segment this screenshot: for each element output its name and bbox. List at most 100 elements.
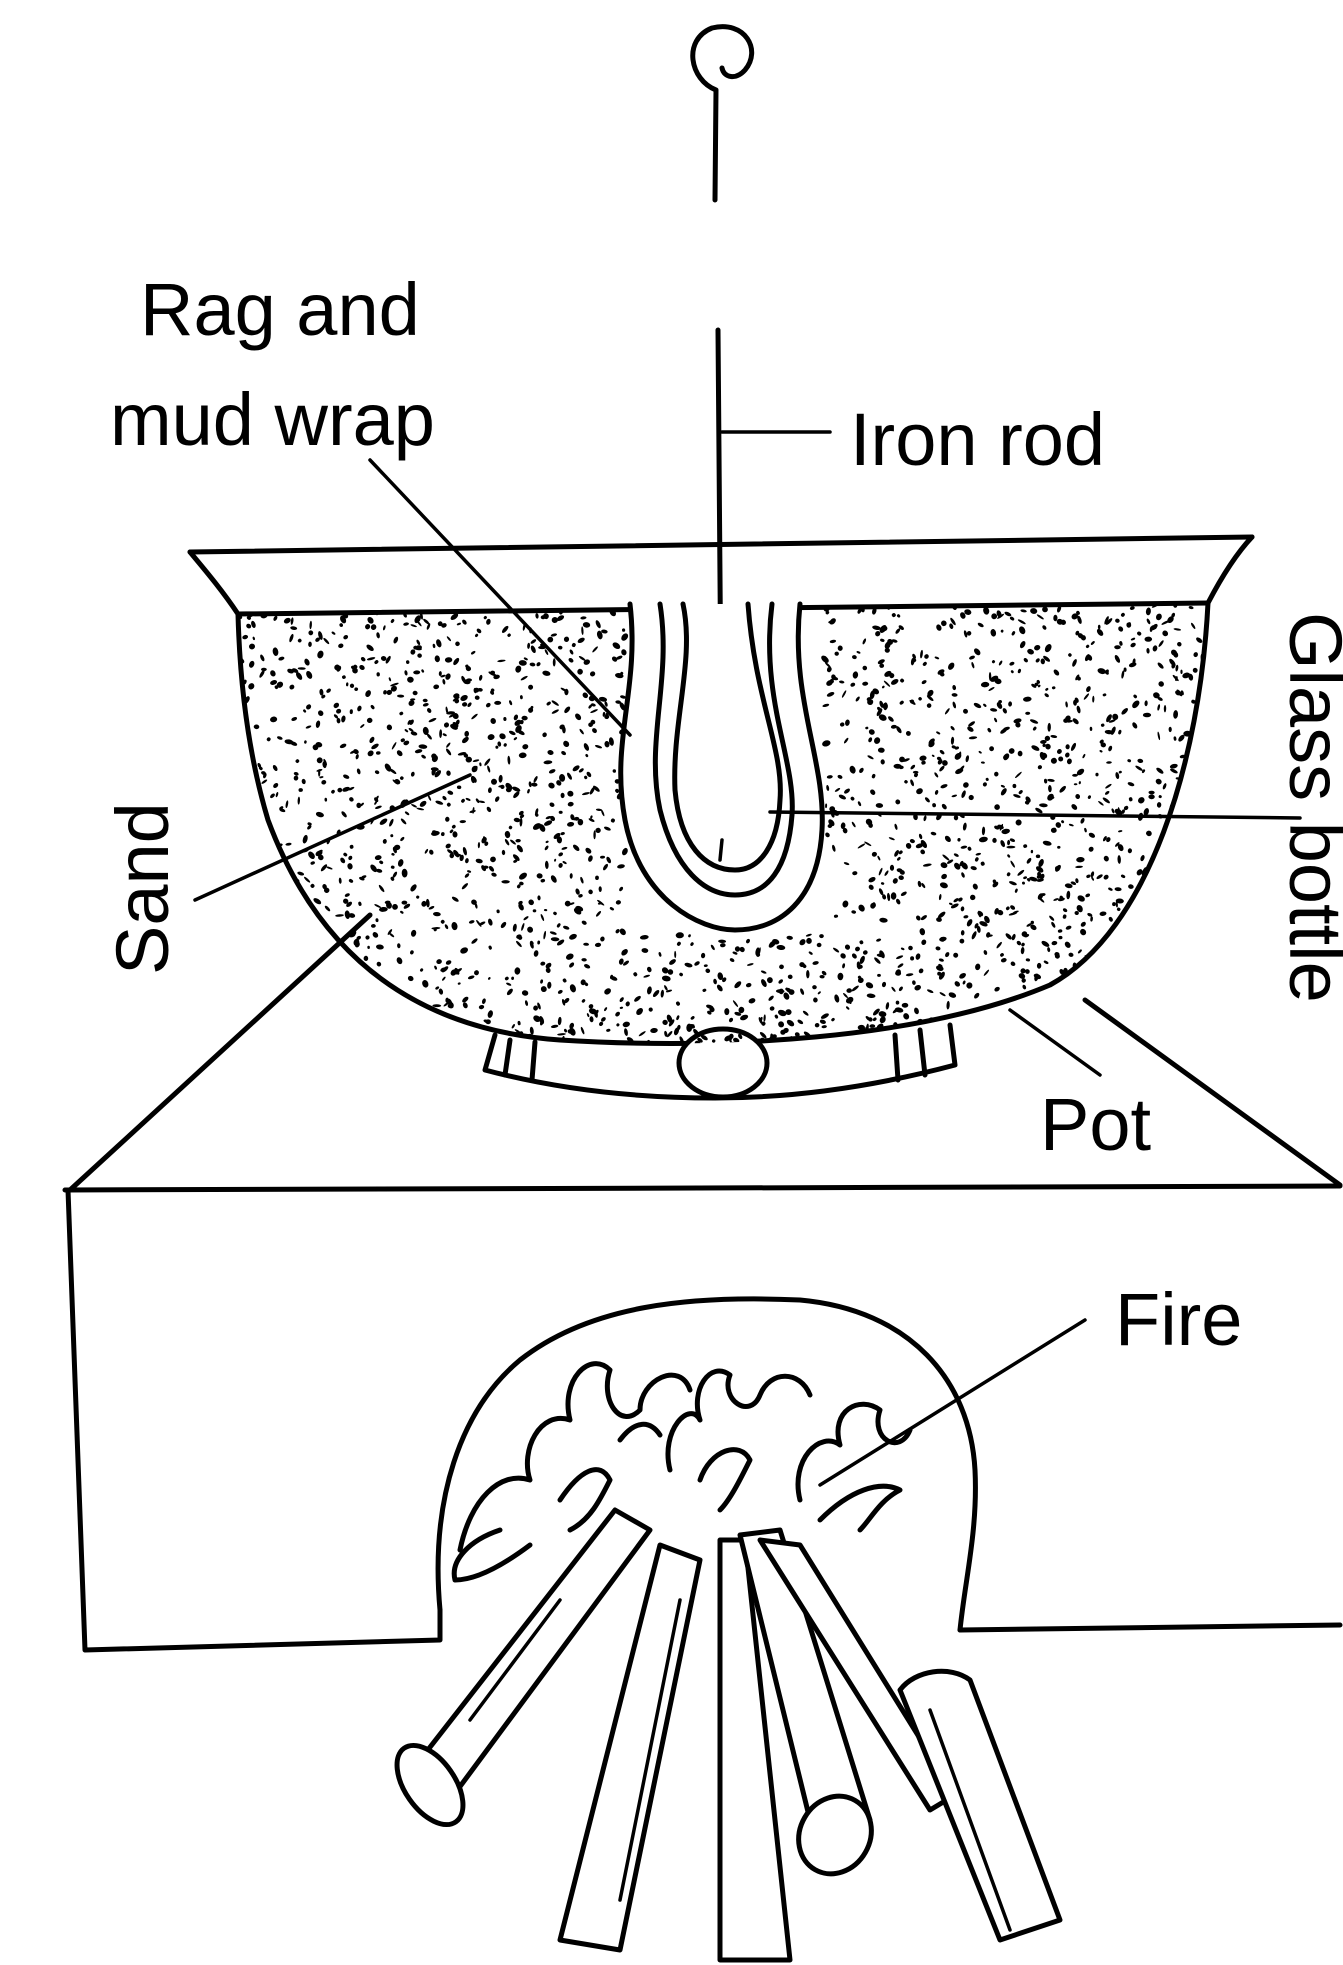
sand-grain xyxy=(568,1022,574,1029)
sand-grain xyxy=(298,788,303,792)
sand-grain xyxy=(921,760,926,765)
sand-grain xyxy=(769,1006,775,1012)
sand-grain xyxy=(1157,731,1161,740)
sand-grain xyxy=(1156,935,1163,942)
sand-grain xyxy=(416,1032,423,1038)
sand-grain xyxy=(1168,1004,1177,1012)
sand-grain xyxy=(376,751,381,755)
sand-grain xyxy=(404,729,409,733)
sand-grain xyxy=(269,669,277,677)
sand-grain xyxy=(838,794,847,801)
sand-grain xyxy=(970,865,977,870)
sand-grain xyxy=(1204,691,1212,697)
sand-grain xyxy=(442,795,448,801)
sand-grain xyxy=(909,838,915,843)
sand-grain xyxy=(266,916,273,923)
sand-grain xyxy=(310,861,315,866)
sand-grain xyxy=(445,959,452,965)
sand-grain xyxy=(862,638,867,645)
sand-grain xyxy=(404,811,410,816)
sand-grain xyxy=(1032,726,1037,731)
sand-grain xyxy=(487,733,495,741)
sand-grain xyxy=(309,939,313,943)
sand-grain xyxy=(1007,840,1010,846)
sand-grain xyxy=(424,848,429,854)
sand-grain xyxy=(1147,919,1153,925)
sand-grain xyxy=(910,956,914,960)
sand-grain xyxy=(1043,643,1053,654)
sand-grain xyxy=(540,914,545,922)
sand-grain xyxy=(275,792,279,798)
sand-grain xyxy=(462,1002,469,1010)
sand-grain xyxy=(441,832,445,837)
sand-grain xyxy=(288,684,295,691)
sand-grain xyxy=(470,650,476,655)
sand-grain xyxy=(1005,932,1013,940)
sand-grain xyxy=(437,1040,444,1044)
sand-grain xyxy=(343,991,349,996)
sand-grain xyxy=(580,616,587,620)
sand-grain xyxy=(967,720,975,727)
sand-grain xyxy=(1155,613,1163,621)
sand-grain xyxy=(978,750,982,754)
sand-grain xyxy=(513,817,520,822)
sand-grain xyxy=(577,636,586,644)
sand-grain xyxy=(267,889,276,899)
sand-grain xyxy=(1208,882,1212,888)
sand-grain xyxy=(496,909,500,913)
sand-grain xyxy=(1157,680,1165,688)
sand-grain xyxy=(1176,641,1182,647)
sand-grain xyxy=(1148,791,1154,795)
sand-grain xyxy=(667,969,673,975)
sand-grain xyxy=(926,989,933,994)
sand-grain xyxy=(843,788,851,795)
sand-grain xyxy=(940,861,948,869)
sand-grain xyxy=(278,941,283,946)
sand-grain xyxy=(896,856,901,861)
sand-grain xyxy=(1189,1018,1196,1025)
sand-grain xyxy=(406,660,410,664)
sand-grain xyxy=(972,883,979,891)
sand-grain xyxy=(344,910,350,919)
sand-grain xyxy=(1030,744,1040,752)
sand-grain xyxy=(1065,744,1070,749)
sand-grain xyxy=(1138,913,1145,920)
sand-grain xyxy=(384,1011,388,1015)
sand-grain xyxy=(569,1045,576,1053)
sand-grain xyxy=(1044,692,1050,698)
sand-grain xyxy=(285,800,289,808)
sand-grain xyxy=(1022,984,1027,990)
sand-grain xyxy=(892,877,899,884)
sand-grain xyxy=(236,961,240,965)
sand-grain xyxy=(907,945,913,951)
sand-grain xyxy=(890,678,900,686)
sand-grain xyxy=(504,831,510,839)
sand-grain xyxy=(244,1041,250,1049)
sand-grain xyxy=(239,770,243,776)
sand-grain xyxy=(1209,737,1217,744)
sand-grain xyxy=(370,980,373,986)
sand-grain xyxy=(259,930,265,936)
sand-grain xyxy=(1096,628,1105,637)
sand-grain xyxy=(1014,888,1018,893)
sand-grain xyxy=(297,638,302,643)
sand-grain xyxy=(261,779,268,785)
sand-grain xyxy=(503,743,507,748)
sand-grain xyxy=(1208,821,1214,827)
sand-grain xyxy=(996,941,1003,949)
sand-grain xyxy=(1114,645,1121,649)
sand-grain xyxy=(974,857,979,863)
sand-grain xyxy=(315,811,324,818)
sand-grain xyxy=(240,1019,246,1025)
sand-grain xyxy=(1030,607,1038,614)
sand-grain xyxy=(1036,854,1040,858)
sand-grain xyxy=(551,616,559,624)
sand-grain xyxy=(987,727,992,733)
sand-grain xyxy=(267,938,274,944)
sand-grain xyxy=(808,1040,813,1045)
sand-grain xyxy=(1116,907,1121,912)
sand-grain xyxy=(946,1001,950,1010)
sand-grain xyxy=(776,944,785,950)
sand-grain xyxy=(868,876,877,883)
rag-and-mud-wrap-label: Rag and xyxy=(140,268,420,351)
